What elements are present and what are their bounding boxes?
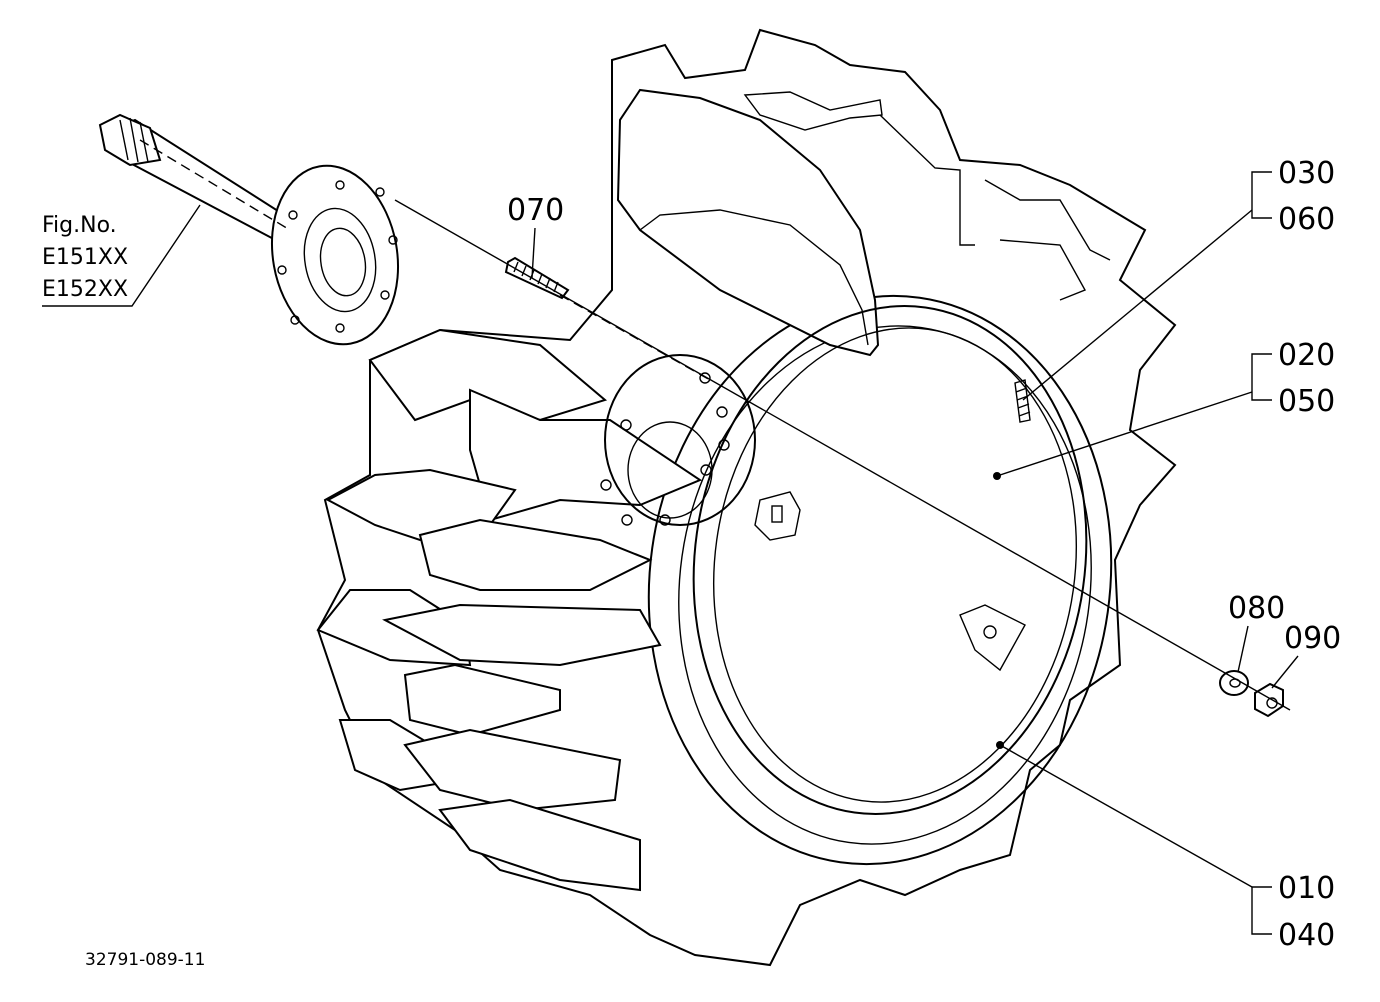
tire-cutaway-edge: [639, 209, 869, 346]
callout-090: 090: [1284, 621, 1341, 656]
nut-body: [1254, 682, 1284, 718]
flange-bolt-hole: [380, 290, 390, 300]
callout-020-050-leader: [996, 391, 1253, 477]
hub-bolt-hole: [659, 514, 671, 526]
rim-bracket: [959, 604, 1026, 672]
callout-090-leader: [1271, 655, 1299, 689]
callout-050: 050: [1278, 384, 1335, 419]
wheel-rim: [600, 305, 1088, 815]
tire-front-lug: [438, 798, 641, 892]
assembly-center-lines: [139, 139, 1291, 711]
tire-back-lug: [999, 239, 1086, 301]
flange-bolt-hole: [335, 323, 345, 333]
callout-010: 010: [1278, 871, 1335, 906]
figure-reference: Fig.No. E151XX E152XX: [42, 204, 201, 307]
shaft-flange: [270, 164, 400, 346]
tire-back-lug: [743, 91, 883, 131]
tire: [316, 28, 1177, 967]
callout-080: 080: [1228, 591, 1285, 626]
tire-front-lug: [418, 518, 653, 591]
flange-bolt-hole: [335, 180, 345, 190]
callout-070-leader: [531, 227, 536, 279]
valve-stem-base: [754, 491, 801, 541]
tire-front-lug: [368, 328, 608, 422]
tire-front-lug: [403, 663, 561, 737]
figure-reference-code: E151XX: [42, 245, 128, 270]
drawing-number: 32791-089-11: [85, 950, 205, 970]
rim-inner: [713, 327, 1077, 803]
hub-bolt-hole: [620, 419, 632, 431]
tire-back-lug: [879, 114, 975, 246]
callout-030-060-bracket: [1251, 171, 1272, 219]
callout-030: 030: [1278, 156, 1335, 191]
callout-060: 060: [1278, 202, 1335, 237]
callout-010-040-leader: [999, 744, 1253, 888]
hub-bolt-hole: [718, 439, 730, 451]
callouts: 070 030 060 020 050 080 090 010 040: [507, 156, 1341, 953]
rim-bracket-bolt: [983, 625, 997, 639]
washer-outer: [1219, 670, 1249, 696]
tire-sidewall-inner: [678, 325, 1092, 845]
stud-bolt: [504, 256, 570, 300]
figure-reference-title: Fig.No.: [42, 213, 117, 238]
flange-bolt-hole: [388, 235, 398, 245]
axle-shaft: [98, 113, 400, 346]
figure-reference-code: E152XX: [42, 277, 128, 302]
callout-020: 020: [1278, 338, 1335, 373]
nut: [1254, 682, 1284, 718]
hub-axis-line: [559, 294, 711, 381]
hub-bolt-hole: [699, 372, 711, 384]
tire-back-lug: [984, 179, 1111, 261]
hub-bolt-hole: [600, 479, 612, 491]
callout-080-leader: [1237, 625, 1249, 673]
rim-outer: [692, 305, 1088, 815]
valve-stem: [771, 505, 783, 523]
tire-outer-outline: [316, 28, 1177, 967]
hub-bolt-hole: [700, 464, 712, 476]
tire-front-lug: [469, 388, 703, 522]
flange-bolt-hole: [288, 210, 298, 220]
rim-clip: [1014, 379, 1031, 423]
stud-body: [504, 256, 570, 300]
stud-axis-line: [394, 199, 1291, 711]
tire-front-lug: [382, 603, 662, 667]
washer: [1219, 670, 1249, 696]
figure-reference-leader: [42, 204, 201, 307]
flange-bolt-hole: [277, 265, 287, 275]
hub-bolt-hole: [716, 406, 728, 418]
callout-020-050-dot: [993, 472, 1001, 480]
hub-disc: [604, 354, 756, 526]
shaft-spline: [98, 113, 162, 167]
tire-front-lug: [403, 728, 622, 812]
callout-030-060-leader: [1022, 209, 1253, 401]
tire-cutaway-band: [616, 88, 880, 357]
hub-bolt-hole: [621, 514, 633, 526]
shaft-flange-boss: [303, 207, 377, 313]
callout-020-050-bracket: [1251, 353, 1272, 401]
callout-070: 070: [507, 193, 564, 228]
flange-bolt-hole: [375, 187, 385, 197]
callout-040: 040: [1278, 918, 1335, 953]
tire-sidewall: [647, 294, 1113, 866]
shaft-axis-line: [139, 139, 291, 231]
flange-bolt-hole: [290, 315, 300, 325]
rim-clip-hatch: [1015, 387, 1031, 417]
callout-010-040-bracket: [1251, 886, 1272, 935]
callout-010-040-dot: [996, 741, 1004, 749]
shaft-flange-hub: [319, 227, 367, 297]
